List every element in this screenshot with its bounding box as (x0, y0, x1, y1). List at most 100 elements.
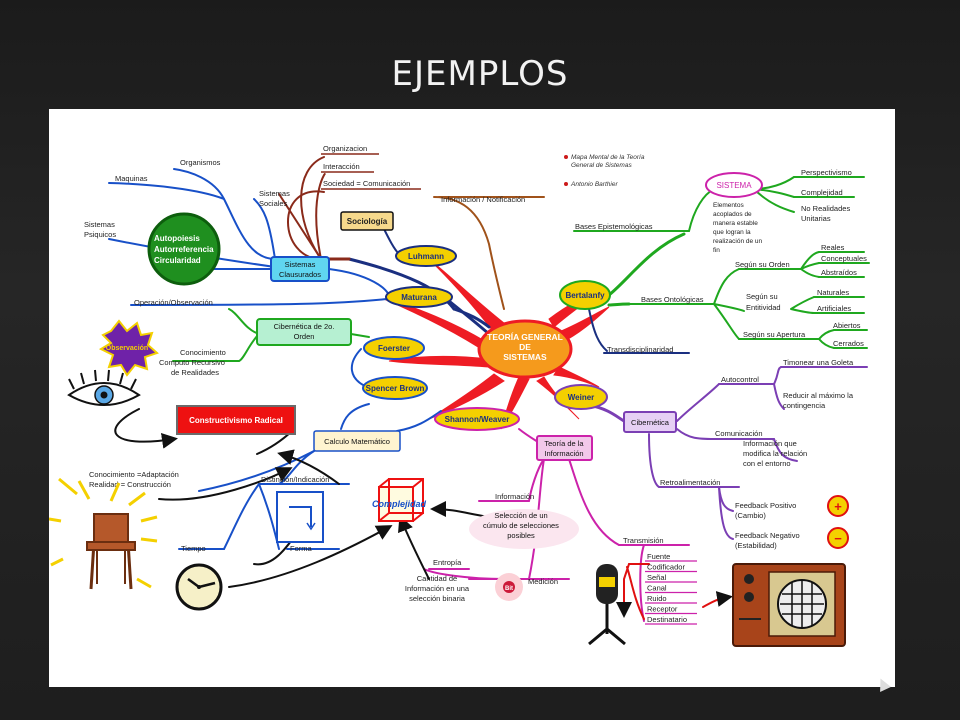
organismos-label: Organismos (180, 158, 221, 167)
transmision-item: Destinatario (647, 615, 687, 624)
interaccion-label: Interacción (323, 162, 360, 171)
sociologia-node: Sociología (340, 211, 394, 231)
transmision-item: Canal (647, 584, 667, 593)
connector-tiempo (223, 483, 260, 550)
reales-label: Reales (821, 243, 845, 252)
autocontrol-label: Autocontrol (721, 375, 759, 384)
entitividad-line1: Según su (746, 292, 778, 301)
cibernetica2-line2: Orden (294, 332, 315, 341)
cibernetica-label: Cibernética (631, 418, 670, 427)
seleccion-line3: posibles (507, 531, 535, 540)
tiempo-label: Tiempo (181, 544, 206, 553)
abstraidos-label: Abstraídos (821, 268, 857, 277)
bertalanfy-label: Bertalanfy (565, 291, 605, 300)
calculo-node: Calculo Matemático (313, 430, 401, 452)
seleccion-cloud: Selección de un cúmulo de selecciones po… (469, 509, 579, 549)
sociologia-label: Sociología (347, 217, 388, 226)
connector-transdisc (588, 308, 608, 352)
transmision-item: Receptor (647, 605, 678, 614)
fb-neg-line1: Feedback Negativo (735, 531, 800, 540)
connector-maquinas (108, 182, 225, 200)
segun-orden-label: Según su Orden (735, 260, 790, 269)
spencer-label: Spencer Brown (366, 384, 425, 393)
clausurados-line2: Clausurados (279, 270, 321, 279)
fb-neg-line2: (Estabilidad) (735, 541, 777, 550)
forma-illustration (276, 491, 324, 543)
fb-pos-line1: Feedback Positivo (735, 501, 796, 510)
connector-sistema (688, 188, 715, 232)
connector-segun-orden (713, 268, 740, 305)
transmision-item: Codificador (647, 563, 685, 572)
center-line2: DE (519, 342, 531, 352)
no-realidades-line1: No Realidades (801, 204, 850, 213)
bases-ont-label: Bases Ontológicas (641, 295, 704, 304)
weiner-node: Weiner (554, 384, 608, 410)
arrow-receptor-to-radio (702, 591, 733, 608)
transmision-item: Señal (647, 573, 667, 582)
luhmann-node: Luhmann (395, 245, 457, 267)
center-line3: SISTEMAS (503, 352, 547, 362)
reducir-line1: Reducir al máximo la (783, 391, 854, 400)
foerster-node: Foerster (363, 336, 425, 360)
teoria-info-node: Teoría de la Información (536, 435, 593, 461)
connector-bases-ont (607, 302, 631, 307)
connector-abstraidos (800, 268, 820, 278)
microphone-illustration (588, 564, 626, 646)
cantidad-line1: Cantidad de (417, 574, 457, 583)
distincion-label: Distinción/Indicación (261, 475, 329, 484)
connector-foerster-spencer (351, 348, 368, 388)
arrow-distincion-to-calculo (277, 449, 340, 485)
connector-sociologia (383, 228, 400, 255)
legend-line1: Mapa Mental de la Teoría (571, 154, 645, 161)
eye-illustration (67, 369, 141, 406)
connector-fb-neg (718, 486, 734, 540)
sociales-line2: Sociales (259, 199, 288, 208)
transdisc-label: Transdisciplinaridad (607, 345, 673, 354)
cibernetica2-line1: Cibernética de 2o. (274, 322, 335, 331)
organizacion-label: Organizacion (323, 144, 367, 153)
connector-entropia (423, 568, 505, 580)
informacion-label: Información (495, 492, 534, 501)
plus-label: + (834, 499, 842, 514)
connector-autocontrol (676, 383, 720, 422)
connector-conceptuales (800, 262, 820, 270)
connector-info-que (773, 438, 798, 462)
luhmann-label: Luhmann (408, 252, 444, 261)
info-que-line2: modifica la relación (743, 449, 807, 458)
arrow-entropia-to-complejidad (398, 515, 430, 580)
timonear-label: Timonear una Goleta (783, 358, 854, 367)
bit-label: Bit (505, 586, 513, 592)
connector-organizacion (300, 156, 325, 260)
connector-segun-apertura (713, 303, 740, 340)
weiner-label: Weiner (568, 393, 595, 402)
elementos-line4: que logran la (713, 229, 751, 236)
connector-shannon-calculo (396, 410, 442, 432)
mind-map-panel: Mapa Mental de la Teoría General de Sist… (49, 109, 895, 687)
connector-forma (258, 483, 280, 550)
connector-sistemas-sociales-blue (253, 198, 276, 260)
clausurados-line1: Sistemas (285, 260, 316, 269)
bertalanfy-node: Bertalanfy (559, 280, 611, 310)
elementos-line5: realización de un (713, 238, 763, 245)
connector-cib2-foerster (350, 333, 370, 338)
connector-interaccion (315, 173, 326, 260)
connector-center-luhmann (452, 307, 491, 329)
teoria-info-line1: Teoría de la (544, 439, 584, 448)
underline-apertura-items (833, 329, 868, 349)
info-notif-label: Información / Notificación (441, 195, 525, 204)
segun-apertura-label: Según su Apertura (743, 330, 806, 339)
shannon-label: Shannon/Weaver (445, 415, 510, 424)
center-node: TEORÍA GENERAL DE SISTEMAS (477, 319, 573, 379)
arrow-fuente-to-mic (616, 563, 650, 618)
seleccion-line2: cúmulo de selecciones (483, 521, 559, 530)
arrow-eye-to-constructivismo (114, 408, 178, 449)
sistema-node: SISTEMA (705, 172, 763, 198)
connector-timonear (773, 366, 782, 385)
bases-epist-label: Bases Epistemológicas (575, 222, 653, 231)
artificiales-label: Artificiales (817, 304, 851, 313)
elementos-line1: Elementos (713, 202, 744, 209)
conceptuales-label: Conceptuales (821, 254, 867, 263)
underline-entitividad-items (813, 296, 865, 314)
psiquicos-line2: Psiquicos (84, 230, 116, 239)
comunicacion-label: Comunicación (715, 429, 763, 438)
